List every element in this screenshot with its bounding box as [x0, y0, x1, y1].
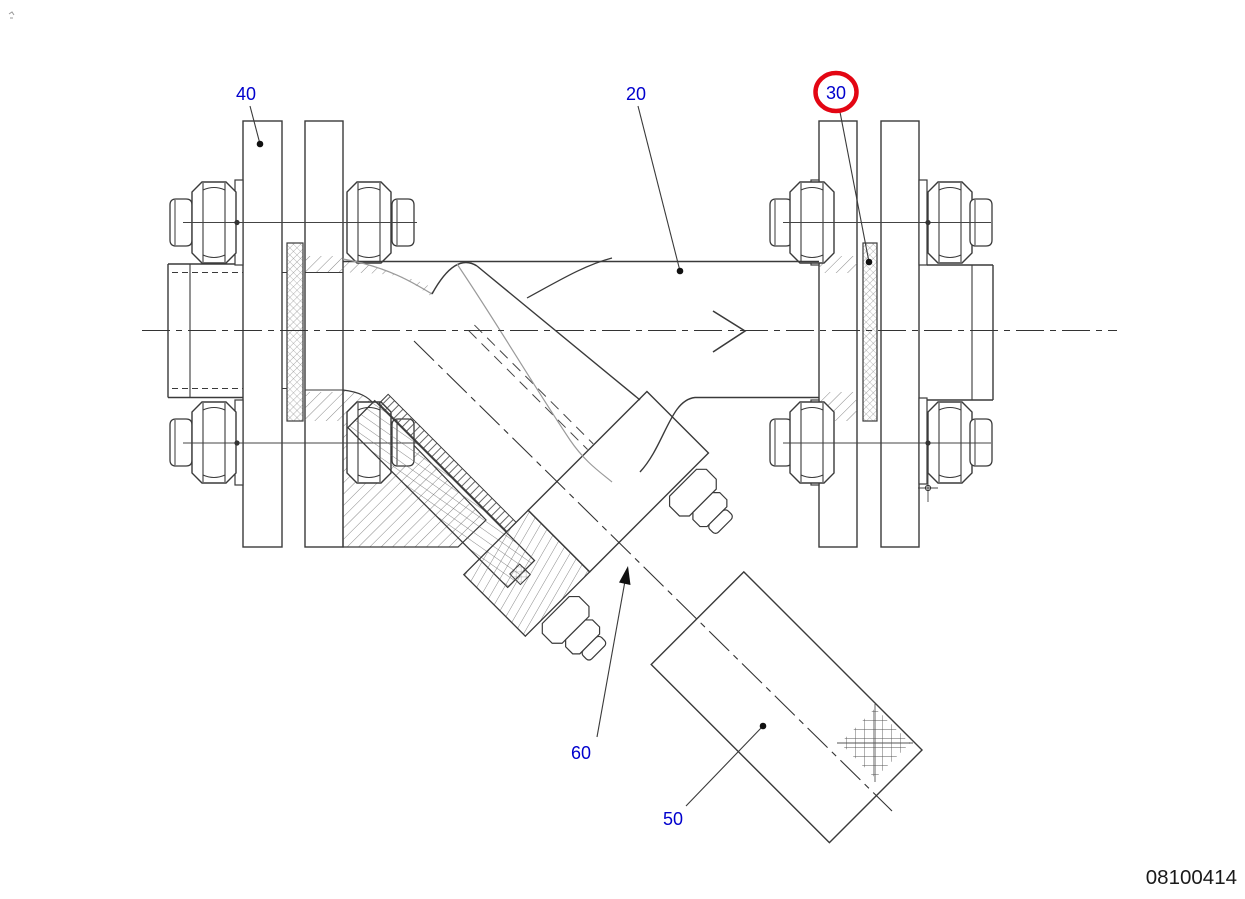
- callout-50[interactable]: 50: [663, 809, 683, 829]
- callout-30[interactable]: 30: [826, 83, 846, 103]
- mesh-symbol-axes: [837, 704, 913, 782]
- outlet-flange-bolting: [769, 181, 993, 502]
- flow-arrow-icon: [712, 310, 747, 353]
- inlet-gasket: [286, 242, 304, 422]
- center-lines: [142, 329, 1117, 812]
- outlet-counter-flange: [880, 120, 920, 548]
- stray-mark: [8, 11, 15, 19]
- strainer-inlet-flange: [304, 120, 344, 548]
- outlet-pipe-stub: [927, 264, 994, 401]
- cover-bolts: [541, 468, 733, 661]
- callout-60[interactable]: 60: [571, 743, 591, 763]
- callout-leaders: [249, 105, 873, 807]
- inlet-counter-flange: [242, 120, 283, 548]
- strainer-body-outline: [305, 257, 819, 483]
- callout-20[interactable]: 20: [626, 84, 646, 104]
- cover-gasket: [509, 563, 531, 586]
- drawing-number: 08100414: [1146, 866, 1237, 889]
- outlet-gasket: [862, 242, 878, 422]
- callout-40[interactable]: 40: [236, 84, 256, 104]
- highlight-ring[interactable]: [813, 70, 859, 114]
